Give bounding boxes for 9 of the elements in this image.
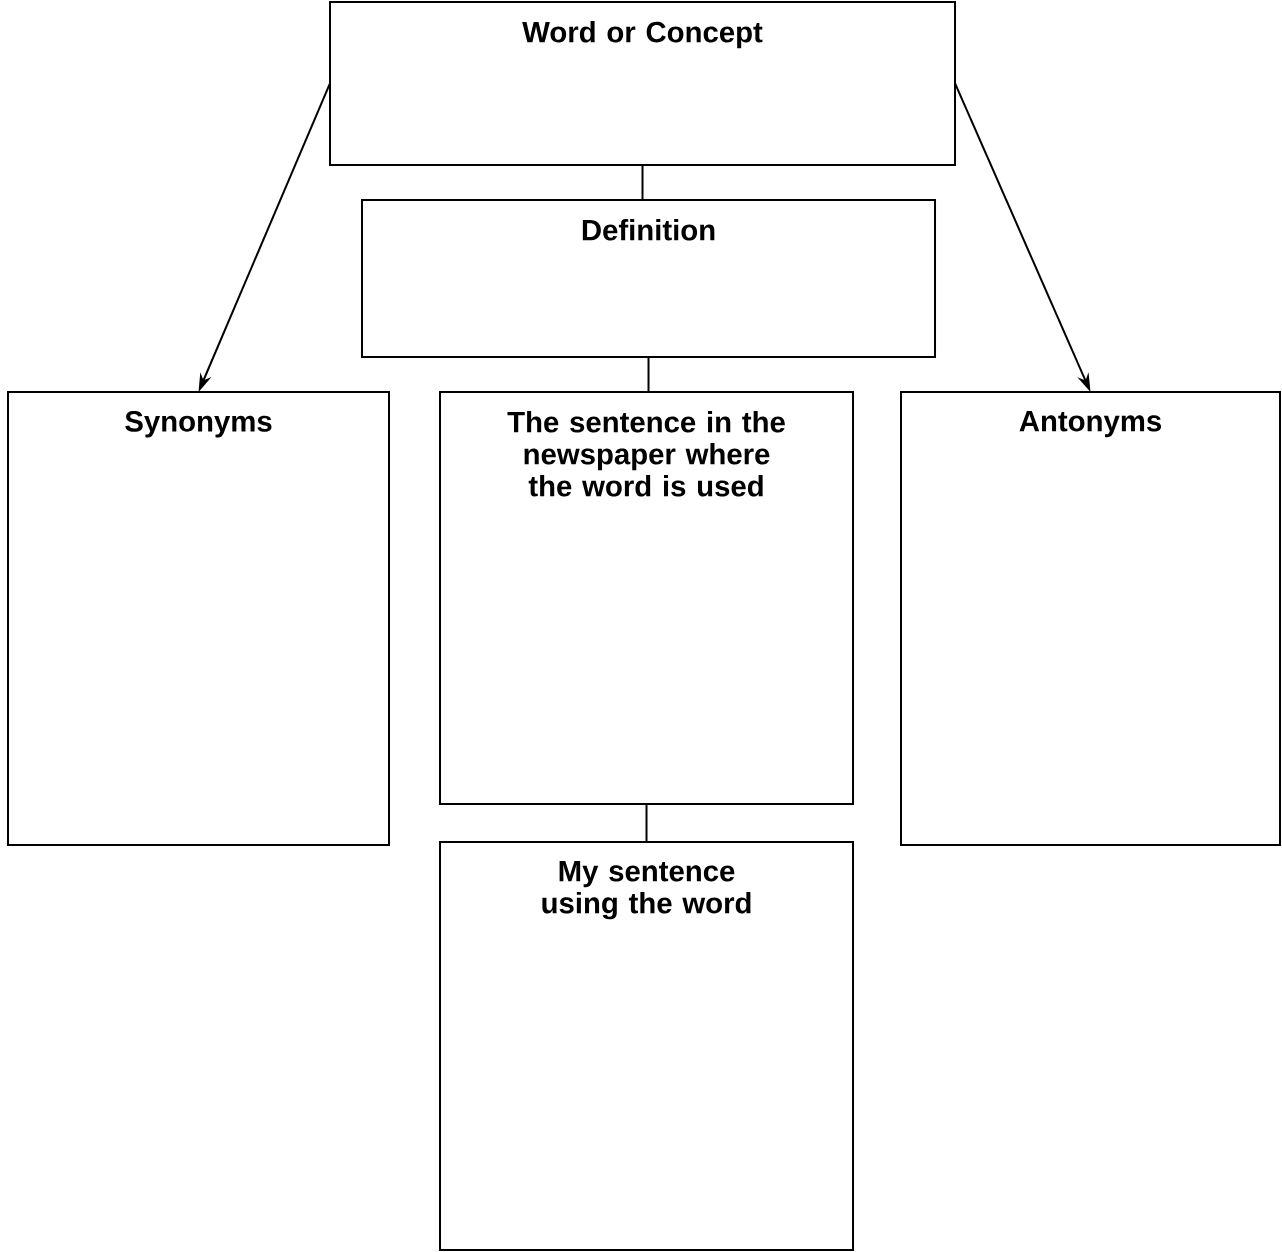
- trapezoid-box: Word or Concept: [329, 1, 956, 166]
- connector-line: [641, 164, 644, 201]
- rectangle-box: Antonyms: [900, 391, 1281, 846]
- rectangle-box: My sentence using the word: [439, 841, 854, 1251]
- rectangle-box: The sentence in the newspaper where the word is used: [439, 391, 854, 805]
- trapezoid-box: Definition: [361, 199, 936, 358]
- connector-line: [647, 356, 650, 393]
- rectangle-box: Synonyms: [7, 391, 390, 846]
- connector-line: [645, 803, 648, 843]
